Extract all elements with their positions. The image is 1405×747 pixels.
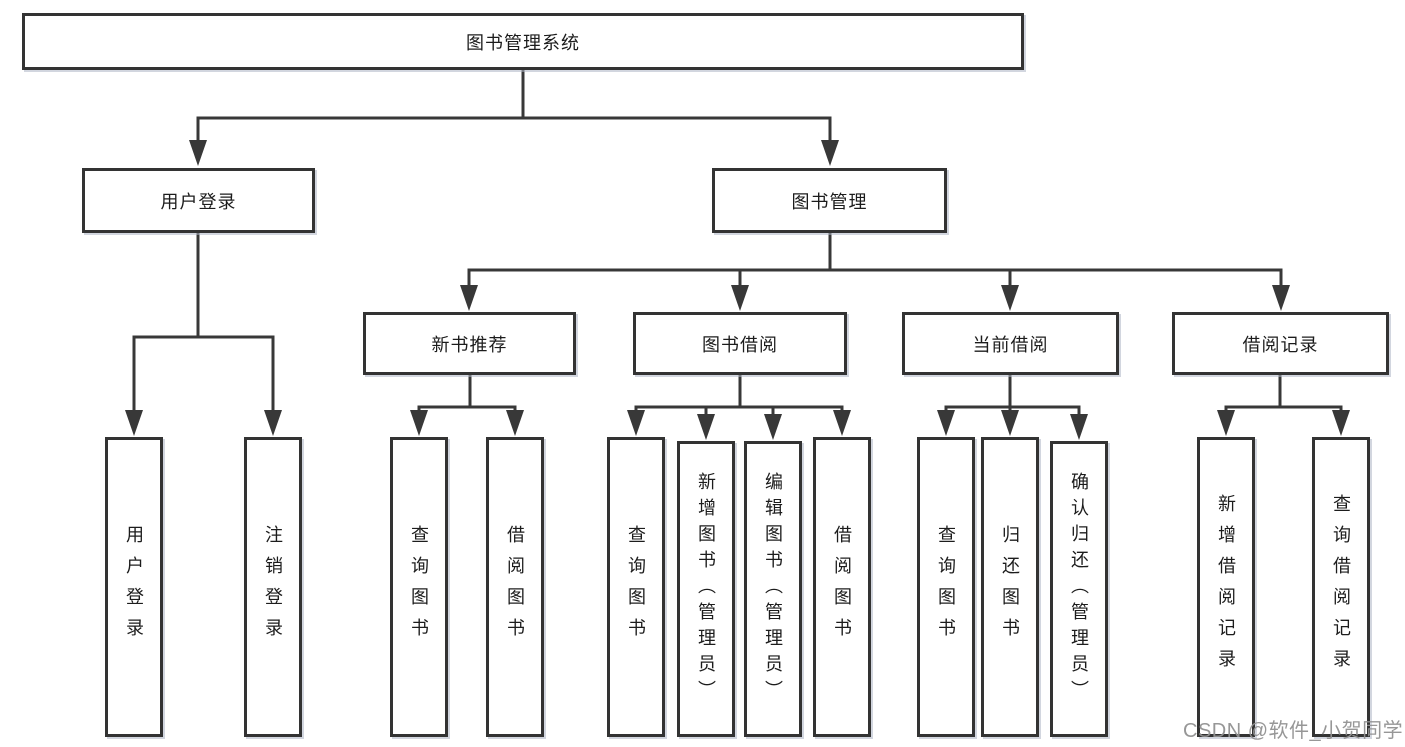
leaf-logout-label: 注销登录 [263,525,283,649]
leaf-add-borrow-record: 新增借阅记录 [1197,437,1255,737]
leaf-confirm-return-admin-label: 确认归还（管理员） [1069,472,1089,706]
leaf-return-book: 归还图书 [981,437,1039,737]
leaf-edit-book-admin: 编辑图书（管理员） [744,441,802,737]
node-user-login-label: 用户登录 [160,191,237,212]
leaf-return-book-label: 归还图书 [1000,525,1020,649]
leaf-borrow-book: 借阅图书 [813,437,871,737]
leaf-query-book-recommend: 查询图书 [390,437,448,737]
leaf-query-book-borrow: 查询图书 [607,437,665,737]
leaf-query-borrow-record-label: 查询借阅记录 [1331,494,1351,680]
leaf-add-book-admin: 新增图书（管理员） [677,441,735,737]
node-new-book-recommend-label: 新书推荐 [431,334,508,355]
node-library-management-system-label: 图书管理系统 [466,32,580,53]
leaf-query-book-borrow-label: 查询图书 [626,525,646,649]
node-book-borrow: 图书借阅 [633,312,847,375]
node-book-management-label: 图书管理 [791,191,868,212]
leaf-query-book-recommend-label: 查询图书 [409,525,429,649]
leaf-user-login-label: 用户登录 [124,525,144,649]
leaf-confirm-return-admin: 确认归还（管理员） [1050,441,1108,737]
node-book-management: 图书管理 [712,168,947,233]
leaf-borrow-book-recommend: 借阅图书 [486,437,544,737]
leaf-edit-book-admin-label: 编辑图书（管理员） [763,472,783,706]
node-library-management-system: 图书管理系统 [22,13,1024,70]
leaf-query-borrow-record: 查询借阅记录 [1312,437,1370,737]
leaf-logout: 注销登录 [244,437,302,737]
leaf-query-book-current-label: 查询图书 [936,525,956,649]
leaf-user-login: 用户登录 [105,437,163,737]
node-current-borrow: 当前借阅 [902,312,1119,375]
leaf-query-book-current: 查询图书 [917,437,975,737]
csdn-watermark: CSDN @软件_小贺同学 [1183,720,1404,742]
node-user-login: 用户登录 [82,168,315,233]
node-new-book-recommend: 新书推荐 [363,312,576,375]
node-borrow-records: 借阅记录 [1172,312,1389,375]
leaf-borrow-book-recommend-label: 借阅图书 [505,525,525,649]
node-book-borrow-label: 图书借阅 [702,334,778,355]
leaf-add-book-admin-label: 新增图书（管理员） [696,472,716,706]
leaf-add-borrow-record-label: 新增借阅记录 [1216,494,1236,680]
leaf-borrow-book-label: 借阅图书 [832,525,852,649]
node-borrow-records-label: 借阅记录 [1242,334,1319,355]
node-current-borrow-label: 当前借阅 [972,334,1049,355]
